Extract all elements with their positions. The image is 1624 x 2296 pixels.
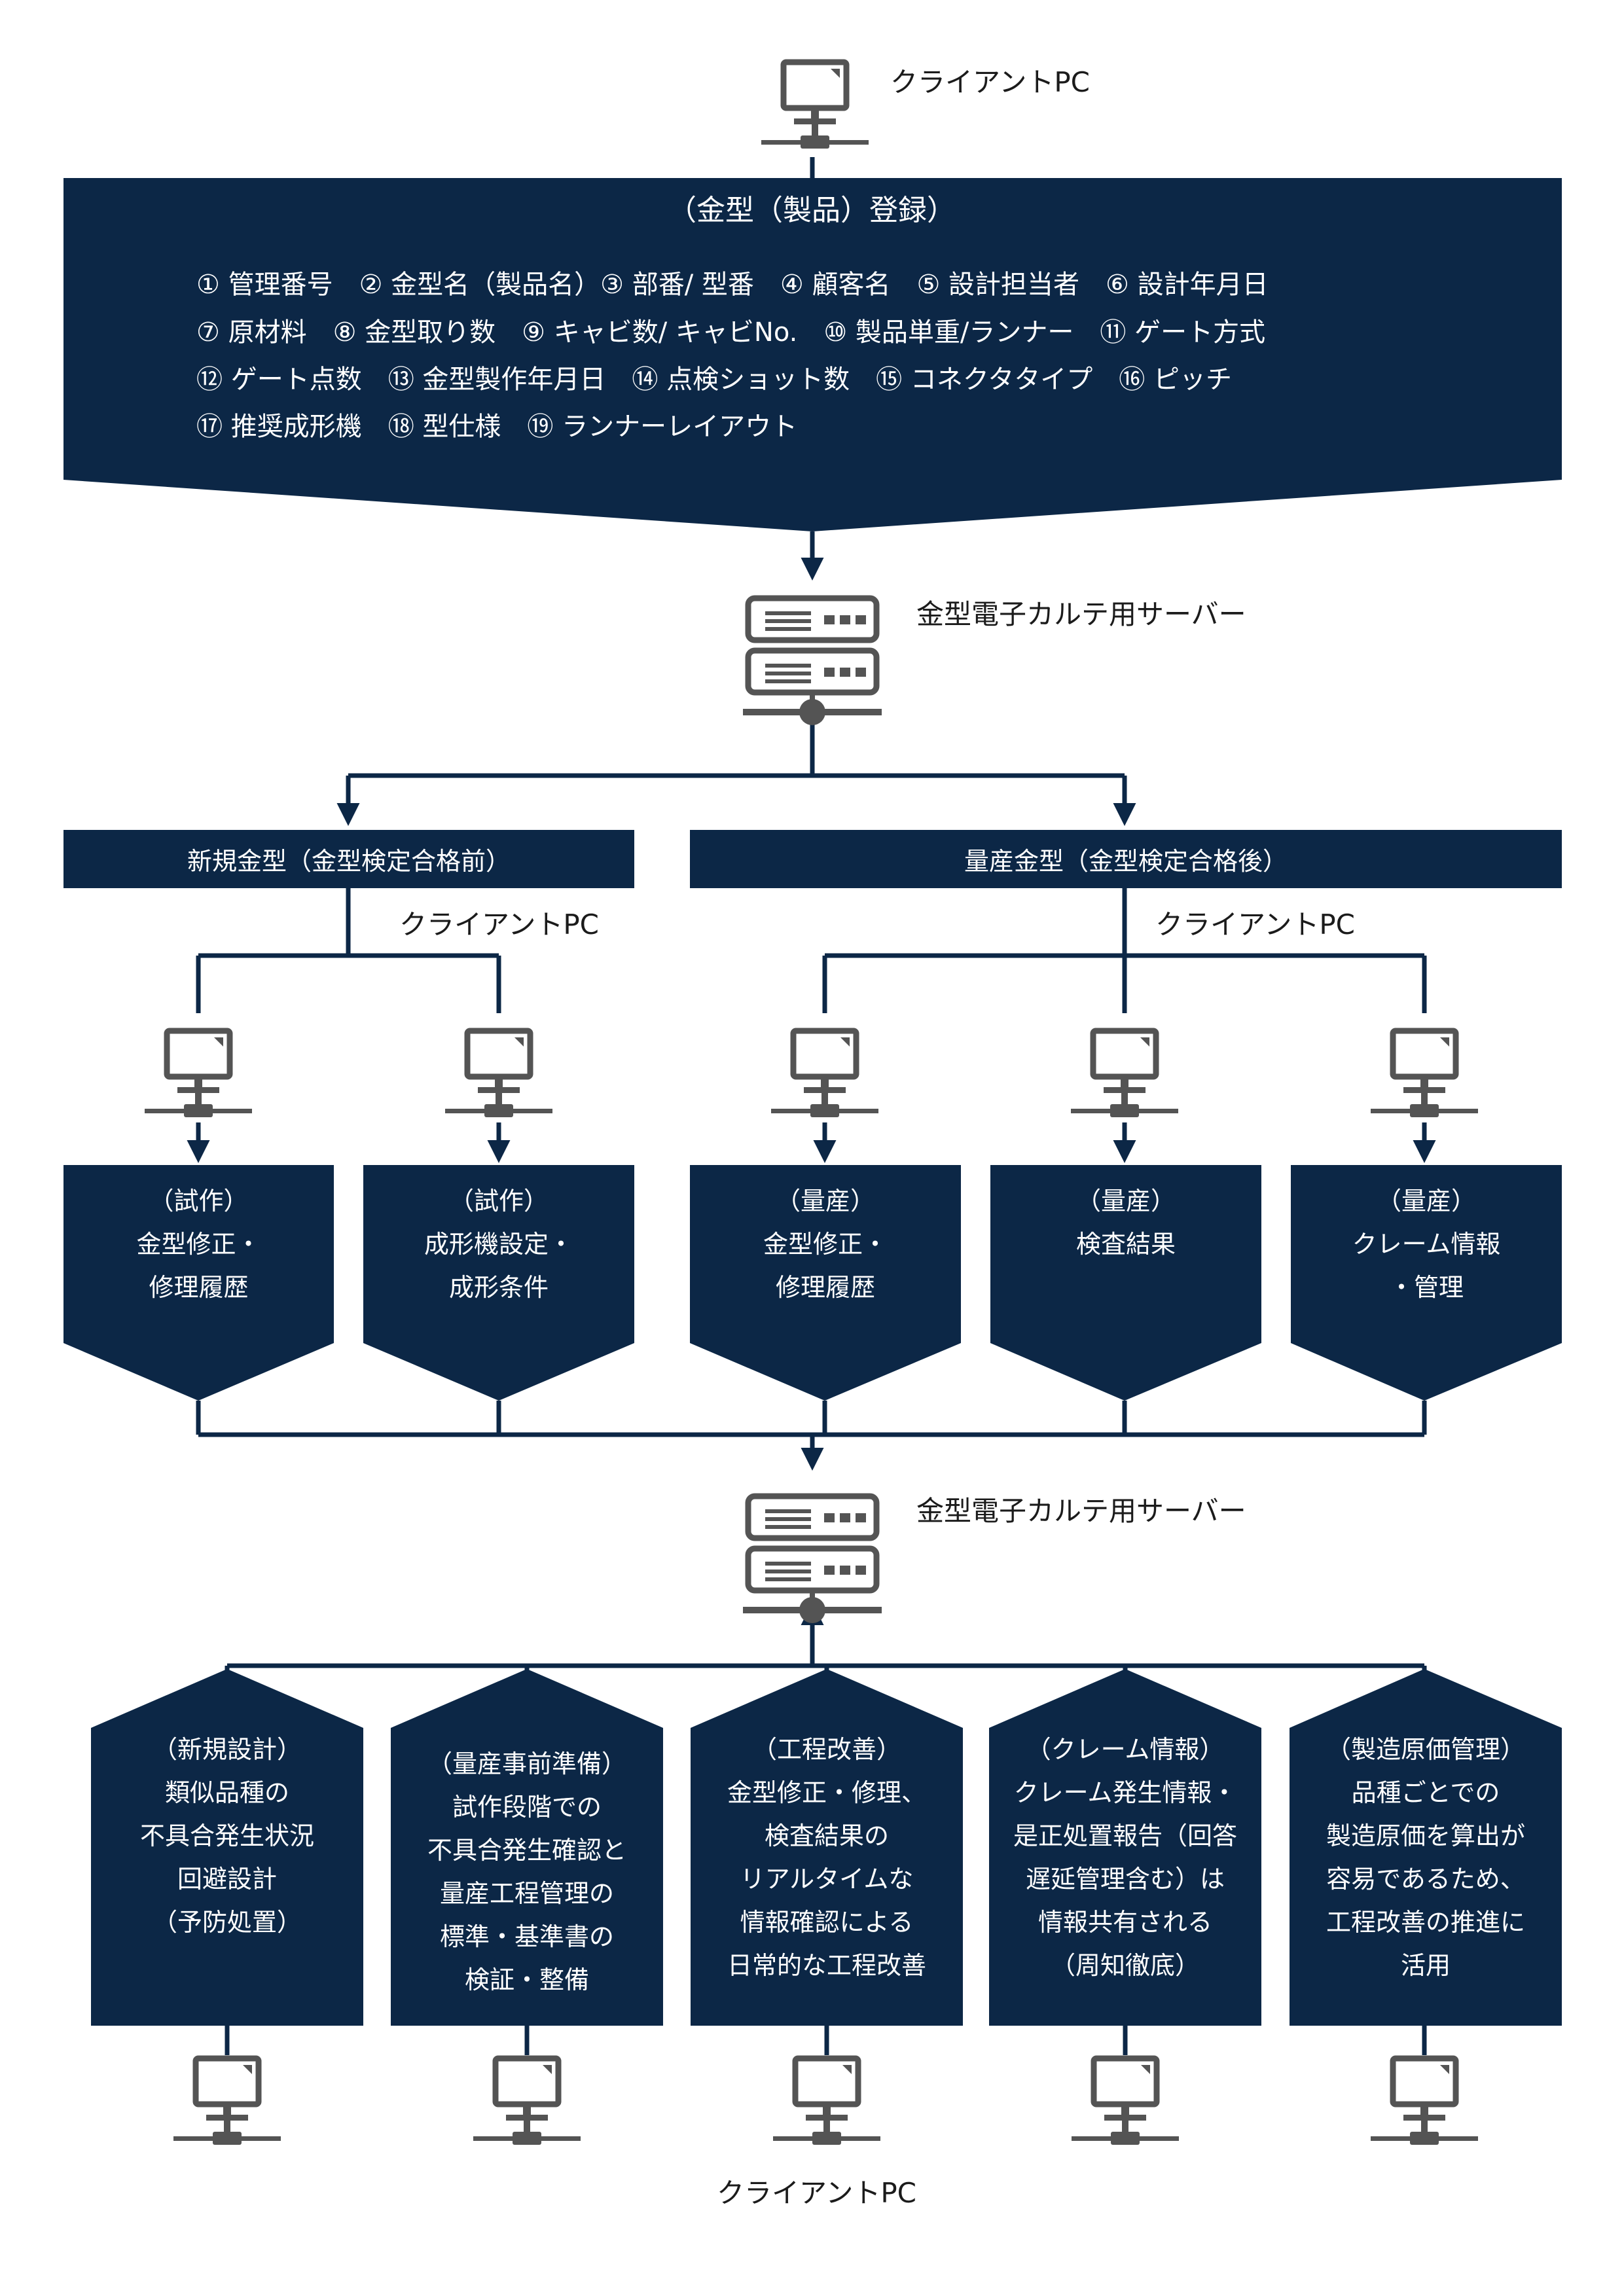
bottom-box-shape [989, 1669, 1261, 2026]
registration-box [63, 178, 1562, 531]
bottom-box-text: （クレーム情報） クレーム発生情報・ 是正処置報告（回答 遅延管理含む）は 情報… [989, 1728, 1261, 1987]
box-line: 量産工程管理の [439, 1879, 614, 1908]
client-pc-icon [1371, 1031, 1478, 1117]
box-line: （試作） [448, 1187, 549, 1215]
bottom-box-shape [91, 1669, 363, 2026]
box-line: （製造原価管理） [1326, 1735, 1525, 1764]
middle-box-text: （量産） 検査結果 [990, 1179, 1261, 1266]
client-pc-label-bottom: クライアントPC [717, 2177, 916, 2209]
box-line: 回避設計 [177, 1865, 277, 1893]
client-pc-icon [473, 2058, 581, 2145]
box-line: （クレーム情報） [1026, 1735, 1225, 1764]
box-line: 品種ごとでの [1351, 1778, 1500, 1807]
client-pc-icon [773, 2058, 880, 2145]
box-line: ・管理 [1388, 1273, 1464, 1302]
box-line: 標準・基準書の [439, 1922, 614, 1951]
server-label-top: 金型電子カルテ用サーバー [916, 598, 1246, 630]
box-line: （予防処置） [152, 1908, 302, 1937]
box-line: （量産） [1376, 1187, 1476, 1215]
middle-box-shape [363, 1165, 634, 1401]
box-line: 日常的な工程改善 [727, 1951, 926, 1980]
box-line: 金型修正・ [763, 1230, 888, 1259]
new-mold-header: 新規金型（金型検定合格前） [187, 847, 511, 876]
box-line: 製造原価を算出が [1326, 1821, 1525, 1850]
server-icon [743, 598, 882, 725]
client-pc-label-mass: クライアントPC [1155, 908, 1355, 941]
bottom-box-text: （量産事前準備） 試作段階での 不具合発生確認と 量産工程管理の 標準・基準書の… [391, 1742, 663, 2001]
registration-field-row: ⑰ 推奨成形機 ⑱ 型仕様 ⑲ ランナーレイアウト [196, 412, 798, 442]
middle-box-shape [990, 1165, 1261, 1401]
new-mold-header-bar [63, 830, 634, 888]
box-line: 容易であるため、 [1326, 1865, 1525, 1893]
middle-box-text: （量産） 金型修正・ 修理履歴 [690, 1179, 961, 1309]
box-line: （周知徹底） [1050, 1951, 1200, 1980]
box-line: 検査結果の [764, 1821, 889, 1850]
client-pc-icon [1071, 1031, 1178, 1117]
box-line: クレーム発生情報・ [1013, 1778, 1237, 1807]
bottom-box-shape [1290, 1669, 1562, 2026]
client-pc-icon [145, 1031, 252, 1117]
registration-field-row: ⑫ ゲート点数 ⑬ 金型製作年月日 ⑭ 点検ショット数 ⑮ コネクタタイプ ⑯ … [196, 365, 1232, 395]
box-line: （量産事前準備） [427, 1749, 626, 1778]
middle-box-text: （試作） 成形機設定・ 成形条件 [363, 1179, 634, 1309]
client-pc-icon [173, 2058, 281, 2145]
box-line: （試作） [149, 1187, 249, 1215]
box-line: 是正処置報告（回答 [1013, 1821, 1237, 1850]
box-line: 試作段階での [452, 1793, 602, 1821]
client-pc-icon [1371, 2058, 1478, 2145]
box-line: 成形機設定・ [424, 1230, 573, 1259]
box-line: 情報確認による [740, 1908, 914, 1937]
bottom-box-text: （新規設計） 類似品種の 不具合発生状況 回避設計 （予防処置） [91, 1728, 363, 1944]
box-line: 不具合発生確認と [427, 1836, 626, 1865]
box-line: 検証・整備 [464, 1965, 589, 1994]
box-line: 情報共有される [1038, 1908, 1212, 1937]
box-line: 工程改善の推進に [1326, 1908, 1525, 1937]
client-pc-icon [771, 1031, 878, 1117]
box-line: 修理履歴 [775, 1273, 875, 1302]
box-line: （量産） [1075, 1187, 1176, 1215]
bottom-box-shape [691, 1669, 963, 2026]
client-pc-label-new: クライアントPC [399, 908, 599, 941]
middle-box-shape [690, 1165, 961, 1401]
middle-box-text: （量産） クレーム情報 ・管理 [1291, 1179, 1562, 1309]
server-icon [743, 1496, 882, 1623]
connector-lines [187, 157, 1436, 2055]
client-pc-icon [445, 1031, 552, 1117]
bottom-box-text: （製造原価管理） 品種ごとでの 製造原価を算出が 容易であるため、 工程改善の推… [1290, 1728, 1562, 1987]
registration-title: （金型（製品）登録） [668, 194, 956, 227]
box-line: 修理履歴 [149, 1273, 249, 1302]
middle-box-shape [1291, 1165, 1562, 1401]
box-line: 金型修正・修理、 [727, 1778, 926, 1807]
box-line: （工程改善） [751, 1735, 901, 1764]
middle-box-text: （試作） 金型修正・ 修理履歴 [63, 1179, 334, 1309]
registration-field-row: ① 管理番号 ② 金型名（製品名）③ 部番/ 型番 ④ 顧客名 ⑤ 設計担当者 … [196, 270, 1269, 300]
client-pc-icon [761, 62, 869, 149]
box-line: 遅延管理含む）は [1025, 1865, 1225, 1893]
box-line: 成形条件 [448, 1273, 549, 1302]
bottom-box-text: （工程改善） 金型修正・修理、 検査結果の リアルタイムな 情報確認による 日常… [691, 1728, 963, 1987]
box-line: クレーム情報 [1352, 1230, 1501, 1259]
box-line: 金型修正・ [136, 1230, 261, 1259]
server-label-middle: 金型電子カルテ用サーバー [916, 1495, 1246, 1527]
box-line: リアルタイムな [740, 1865, 914, 1893]
middle-box-shape [63, 1165, 334, 1401]
client-pc-icon [1072, 2058, 1179, 2145]
box-line: 不具合発生状況 [139, 1821, 314, 1850]
client-pc-label-top: クライアントPC [890, 66, 1090, 98]
box-line: （量産） [775, 1187, 875, 1215]
bottom-box-shape [391, 1669, 663, 2026]
mass-mold-header: 量産金型（金型検定合格後） [964, 847, 1288, 876]
box-line: 類似品種の [164, 1778, 289, 1807]
mass-mold-header-bar [690, 830, 1562, 888]
registration-field-row: ⑦ 原材料 ⑧ 金型取り数 ⑨ キャビ数/ キャビNo. ⑩ 製品単重/ランナー… [196, 317, 1266, 348]
box-line: 検査結果 [1075, 1230, 1176, 1259]
box-line: （新規設計） [152, 1735, 302, 1764]
box-line: 活用 [1400, 1951, 1451, 1980]
